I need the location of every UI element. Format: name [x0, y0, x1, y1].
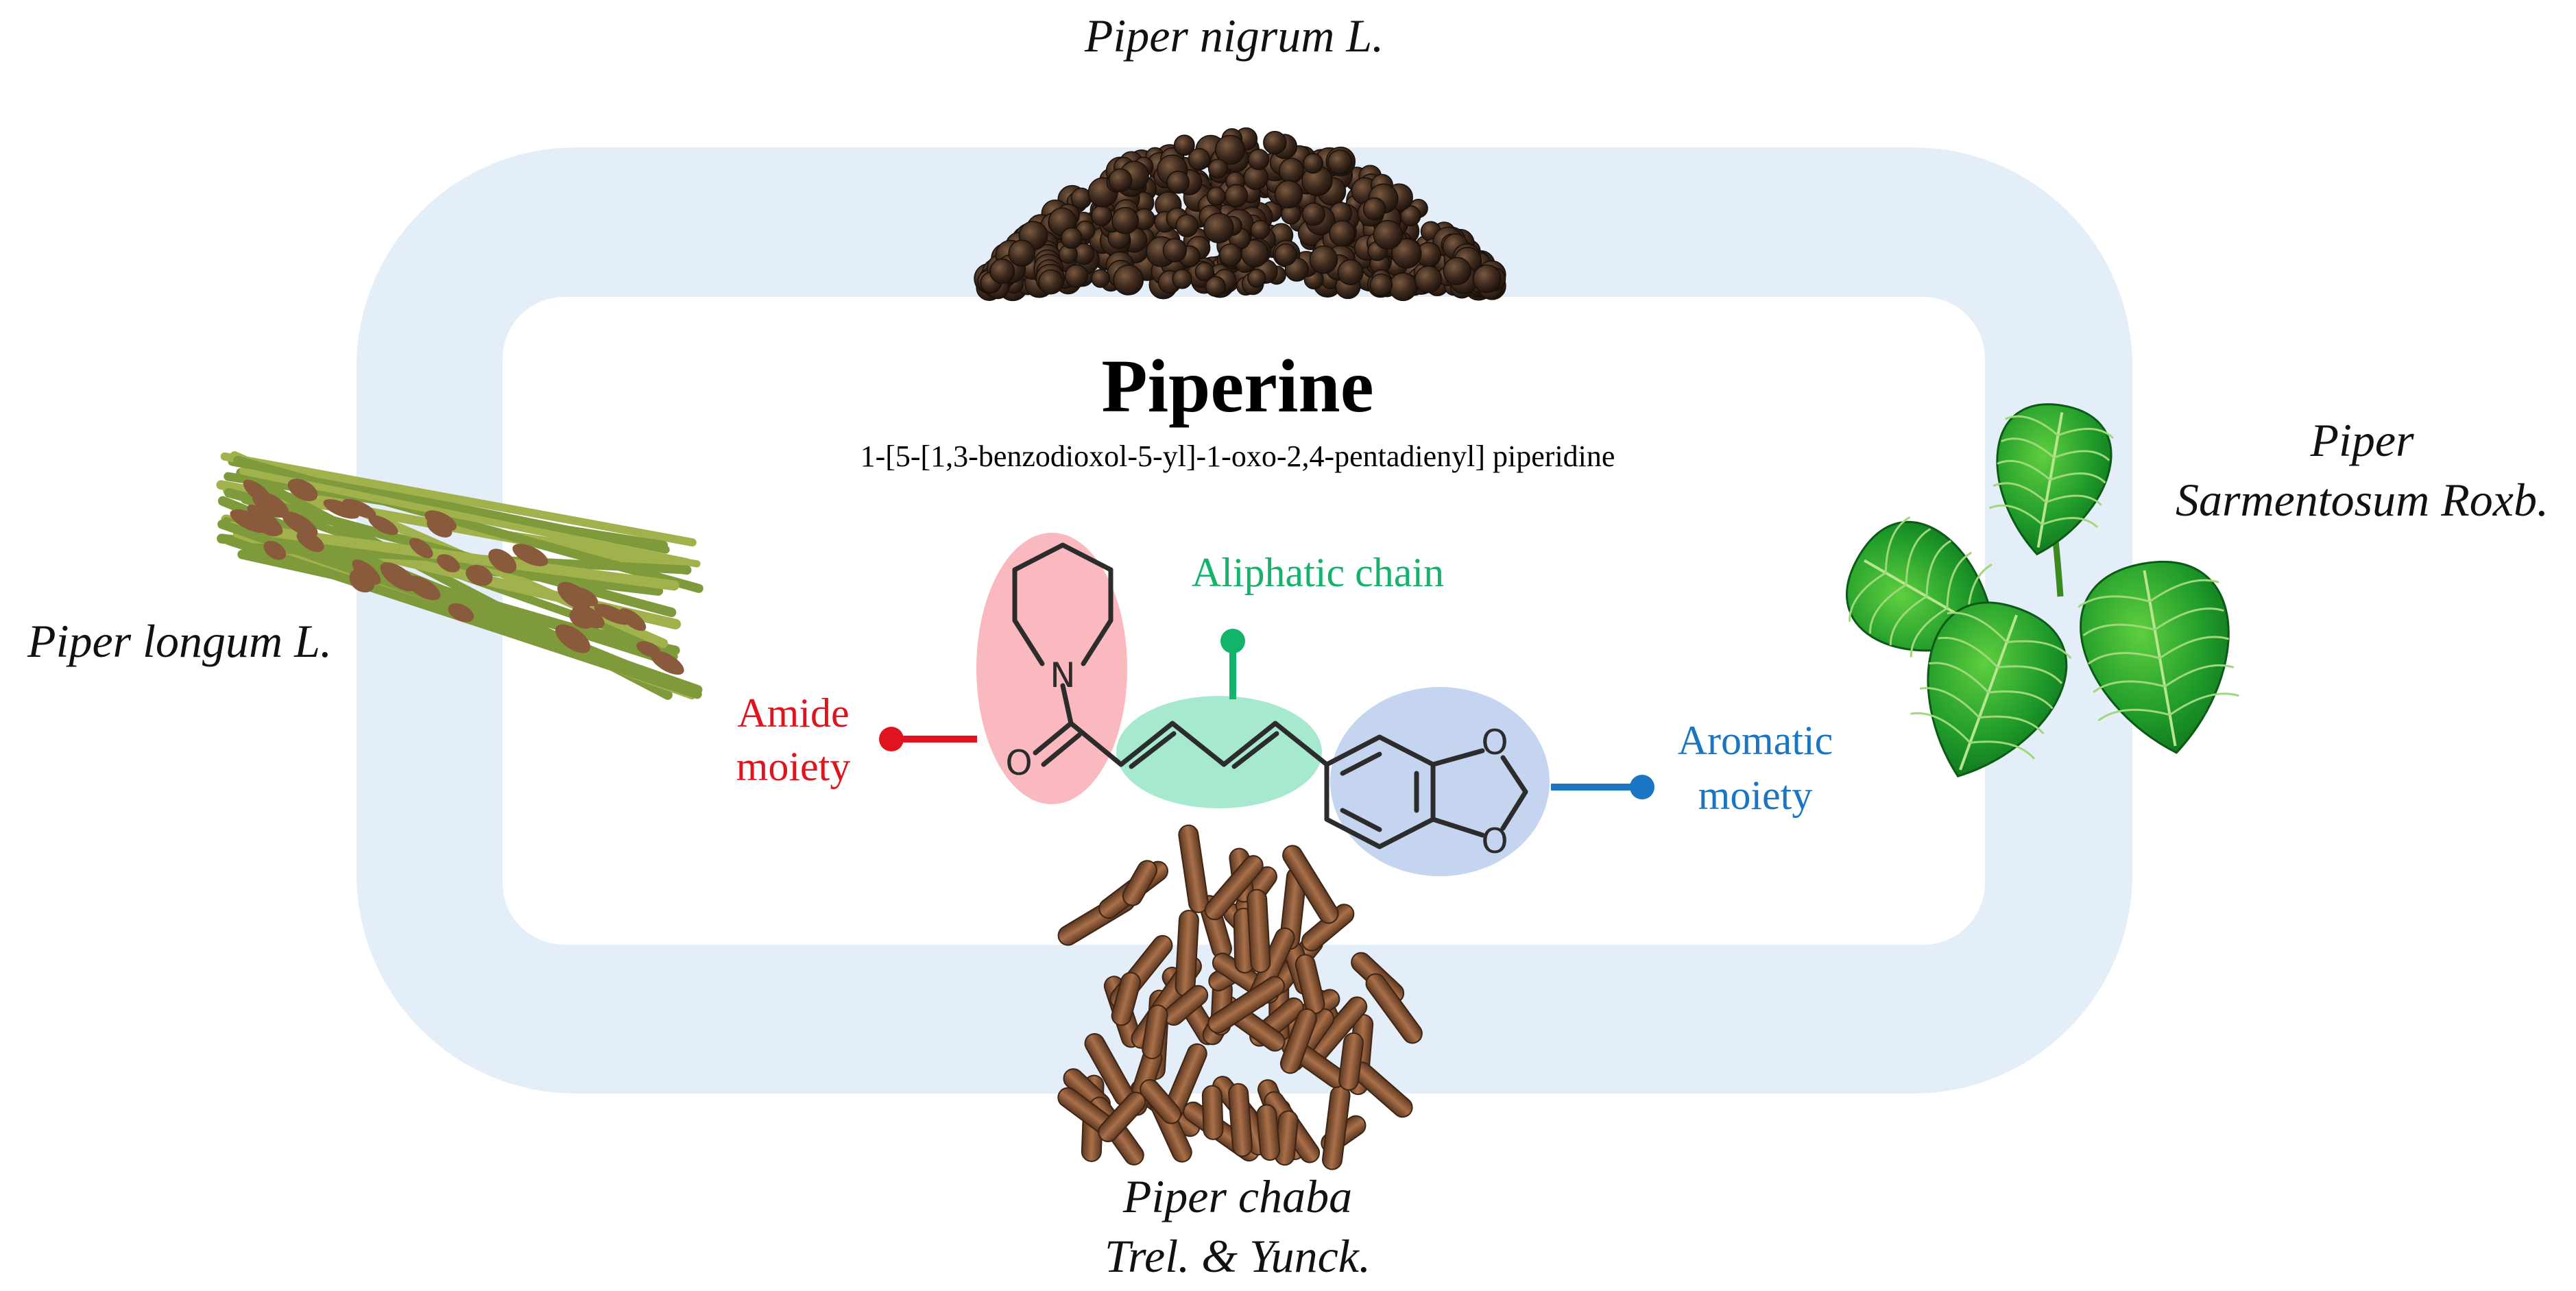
aromatic-highlight — [1330, 687, 1550, 876]
chain-bond-2 — [1170, 721, 1227, 767]
black-pepper-image — [974, 127, 1506, 302]
iupac-name: 1-[5-[1,3-benzodioxol-5-yl]-1-oxo-2,4-pe… — [860, 439, 1615, 473]
source-label-bottom-line1: Piper chaba — [1122, 1170, 1352, 1222]
piperidine-ring — [1012, 542, 1114, 666]
carbonyl-bond-1 — [1033, 721, 1074, 756]
amide-label-line1: Amide — [737, 690, 849, 736]
dioxole-bond-2 — [1430, 817, 1485, 838]
chain-bond-1 — [1068, 721, 1124, 767]
dioxole-bond-1 — [1430, 748, 1485, 767]
amide-label-line2: moiety — [736, 744, 851, 789]
inner-panel — [503, 297, 1985, 945]
chain-double-2b — [1231, 731, 1279, 769]
piper-chaba-image — [1057, 824, 1423, 1170]
piperine-structure — [1012, 542, 1528, 849]
aromatic-label-line1: Aromatic — [1678, 718, 1833, 763]
ring-oxygen-top: O — [1481, 723, 1508, 762]
benzene-inner-3 — [1340, 808, 1382, 832]
chain-double-1a — [1118, 721, 1175, 767]
betel-leaf-image — [1846, 403, 2239, 777]
long-pepper-stems-image — [216, 451, 703, 700]
dioxole-bond-4 — [1500, 789, 1528, 831]
source-label-right-line1: Piper — [2309, 414, 2414, 466]
chain-double-2a — [1221, 721, 1278, 767]
source-label-bottom-line2: Trel. & Yunck. — [1105, 1230, 1371, 1282]
ring-oxygen-bottom: O — [1481, 821, 1508, 861]
carbonyl-bond-2 — [1041, 732, 1082, 767]
source-label-left: Piper longum L. — [27, 615, 332, 667]
chain-bond-3 — [1273, 721, 1329, 767]
chain-double-1b — [1129, 731, 1177, 769]
aromatic-label-line2: moiety — [1698, 773, 1813, 818]
benzene-inner-1 — [1340, 751, 1382, 776]
aliphatic-pointer-dot — [1220, 629, 1245, 653]
aromatic-pointer-dot — [1630, 775, 1654, 799]
carbonyl-oxygen-atom: O — [1005, 743, 1032, 783]
source-label-top: Piper nigrum L. — [1084, 10, 1384, 62]
n-c-bond — [1060, 683, 1074, 726]
aliphatic-highlight — [1116, 696, 1322, 808]
compound-title: Piperine — [1101, 344, 1373, 428]
dioxole-bond-3 — [1500, 755, 1528, 795]
nitrogen-atom: N — [1050, 655, 1075, 695]
aliphatic-label: Aliphatic chain — [1192, 550, 1444, 595]
amide-pointer-dot — [879, 727, 904, 751]
source-label-right-line2: Sarmentosum Roxb. — [2176, 474, 2549, 526]
